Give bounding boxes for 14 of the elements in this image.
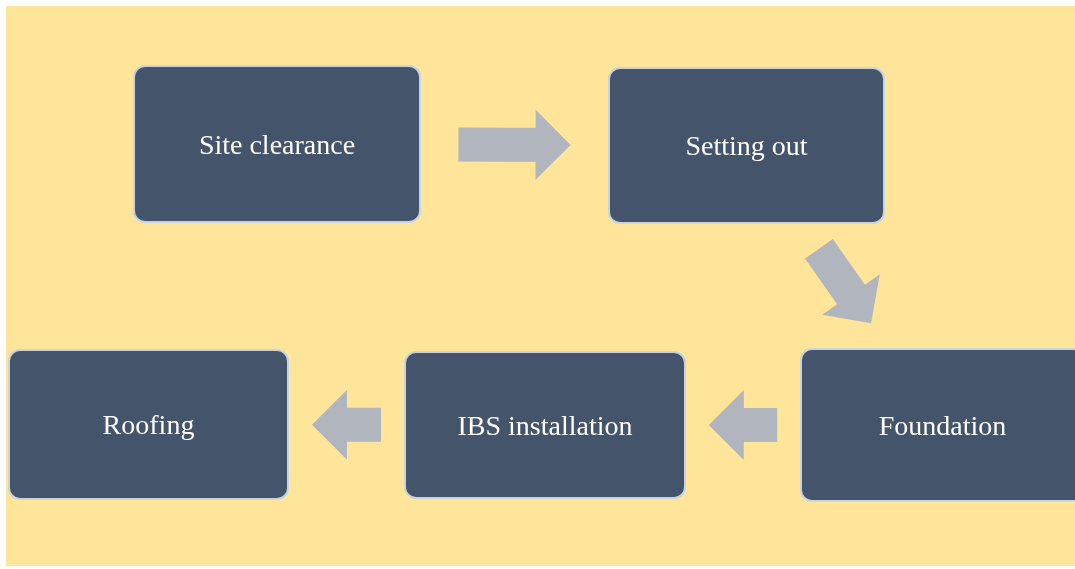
- block-arrow: [458, 109, 571, 180]
- step-label: Site clearance: [198, 127, 356, 162]
- step-label: IBS installation: [457, 408, 633, 443]
- step-label: Setting out: [685, 129, 808, 163]
- block-arrow: [805, 239, 880, 324]
- process-box: [608, 67, 885, 224]
- process-box: [133, 65, 421, 223]
- process-box: [404, 351, 686, 499]
- step-label: Foundation: [878, 408, 1007, 443]
- process-box: [8, 349, 289, 500]
- step-label: Roofing: [102, 408, 195, 442]
- process-box: [800, 348, 1075, 502]
- block-arrow: [312, 389, 381, 460]
- block-arrow: [708, 390, 778, 460]
